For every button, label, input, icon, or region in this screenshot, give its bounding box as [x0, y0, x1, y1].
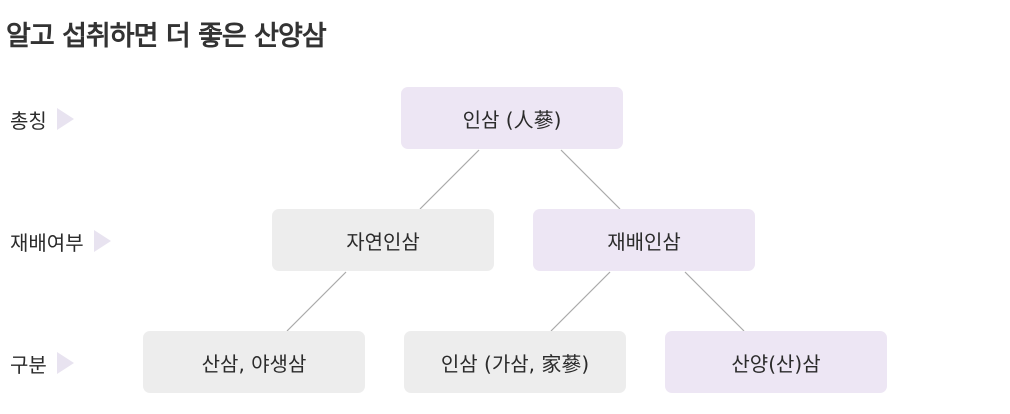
node-farmed-ginseng: 인삼 (가삼, 家蔘) [404, 331, 626, 393]
node-cultivated-ginseng: 재배인삼 [533, 209, 755, 271]
row-label-general: 총칭 [10, 104, 74, 134]
row-label-general-text: 총칭 [10, 108, 47, 133]
row-label-category-text: 구분 [10, 352, 47, 377]
node-mountain-cultivated-ginseng: 산양(산)삼 [665, 331, 887, 393]
row-label-cultivation-text: 재배여부 [10, 230, 84, 255]
row-label-category: 구분 [10, 348, 74, 378]
connector-natural-wild [286, 271, 347, 332]
triangle-right-icon [93, 230, 111, 252]
connector-root-natural [419, 149, 480, 210]
node-natural-ginseng: 자연인삼 [272, 209, 494, 271]
connector-cultivated-mountain [684, 271, 745, 332]
triangle-right-icon [56, 352, 74, 374]
connector-root-cultivated [560, 149, 621, 210]
triangle-right-icon [56, 108, 74, 130]
connector-cultivated-farmed [550, 271, 611, 332]
page-title: 알고 섭취하면 더 좋은 산양삼 [6, 21, 327, 52]
node-wild-ginseng: 산삼, 야생삼 [143, 331, 365, 393]
node-ginseng-general: 인삼 (人蔘) [401, 87, 623, 149]
row-label-cultivation: 재배여부 [10, 226, 111, 256]
